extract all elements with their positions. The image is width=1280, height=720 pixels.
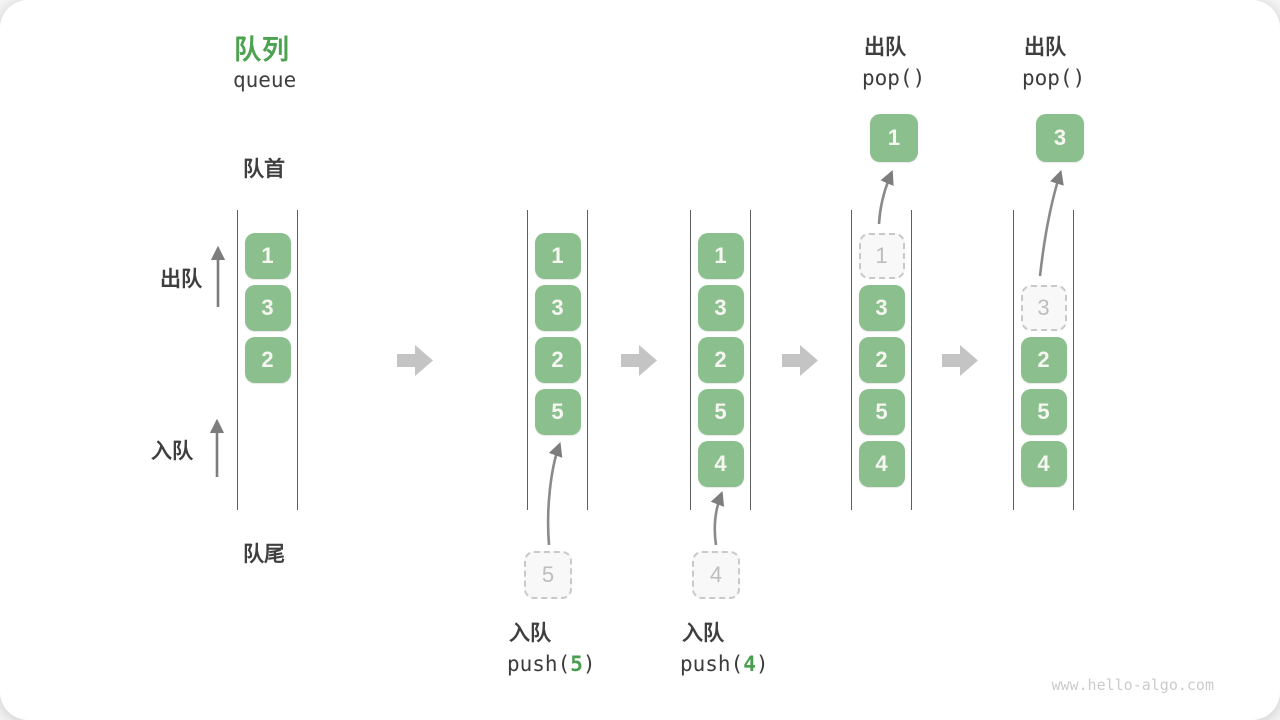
call-suffix: )	[755, 652, 769, 676]
pop2-call: pop()	[1022, 66, 1086, 90]
staged-item: 5	[524, 551, 572, 599]
queue-item: 1	[534, 233, 581, 279]
queue-rear-label: 队尾	[243, 543, 285, 566]
call-prefix: push(	[507, 652, 571, 676]
queue-state-3: 1 3 2 5 4	[690, 210, 751, 510]
queue-item: 2	[858, 337, 905, 383]
dequeue-side-label: 出队	[160, 268, 202, 291]
queue-item: 3	[697, 285, 744, 331]
flow-arrow-icon	[942, 345, 978, 376]
staged-item: 4	[692, 551, 740, 599]
pop2-label: 出队	[1024, 36, 1066, 59]
removed-item-slot: 3	[1020, 285, 1067, 331]
queue-item: 4	[1020, 441, 1067, 487]
watermark: www.hello-algo.com	[1051, 676, 1214, 694]
push4-label: 入队	[682, 622, 724, 645]
call-arg: 4	[743, 652, 756, 676]
push4-call: push(4)	[680, 652, 769, 676]
queue-item: 4	[858, 441, 905, 487]
queue-item: 1	[244, 233, 291, 279]
push5-call: push(5)	[507, 652, 596, 676]
queue-item: 3	[244, 285, 291, 331]
flow-arrow-icon	[782, 345, 818, 376]
queue-front-label: 队首	[243, 158, 285, 181]
popped-item: 1	[870, 114, 918, 162]
queue-item: 2	[244, 337, 291, 383]
queue-item: 3	[858, 285, 905, 331]
queue-item: 2	[1020, 337, 1067, 383]
popped-item: 3	[1036, 114, 1084, 162]
enqueue-side-label: 入队	[151, 440, 193, 463]
call-prefix: push(	[680, 652, 744, 676]
queue-item: 5	[858, 389, 905, 435]
queue-state-2: 1 3 2 5	[527, 210, 588, 510]
queue-item: 2	[534, 337, 581, 383]
queue-state-1: 1 3 2	[237, 210, 298, 510]
pop1-call: pop()	[862, 66, 926, 90]
queue-item: 5	[534, 389, 581, 435]
call-suffix: )	[582, 652, 596, 676]
queue-state-4: 1 3 2 5 4	[851, 210, 912, 510]
queue-item: 5	[697, 389, 744, 435]
queue-item: 4	[697, 441, 744, 487]
queue-item: 3	[534, 285, 581, 331]
queue-item: 5	[1020, 389, 1067, 435]
pop1-label: 出队	[864, 36, 906, 59]
push5-label: 入队	[509, 622, 551, 645]
flow-arrow-icon	[397, 345, 433, 376]
queue-item: 1	[697, 233, 744, 279]
page-title: 队列	[234, 35, 290, 65]
page-subtitle: queue	[233, 68, 297, 92]
removed-item-slot: 1	[858, 233, 905, 279]
flow-arrow-icon	[621, 345, 657, 376]
call-arg: 5	[570, 652, 583, 676]
queue-item: 2	[697, 337, 744, 383]
queue-state-5: 3 2 5 4	[1013, 210, 1074, 510]
